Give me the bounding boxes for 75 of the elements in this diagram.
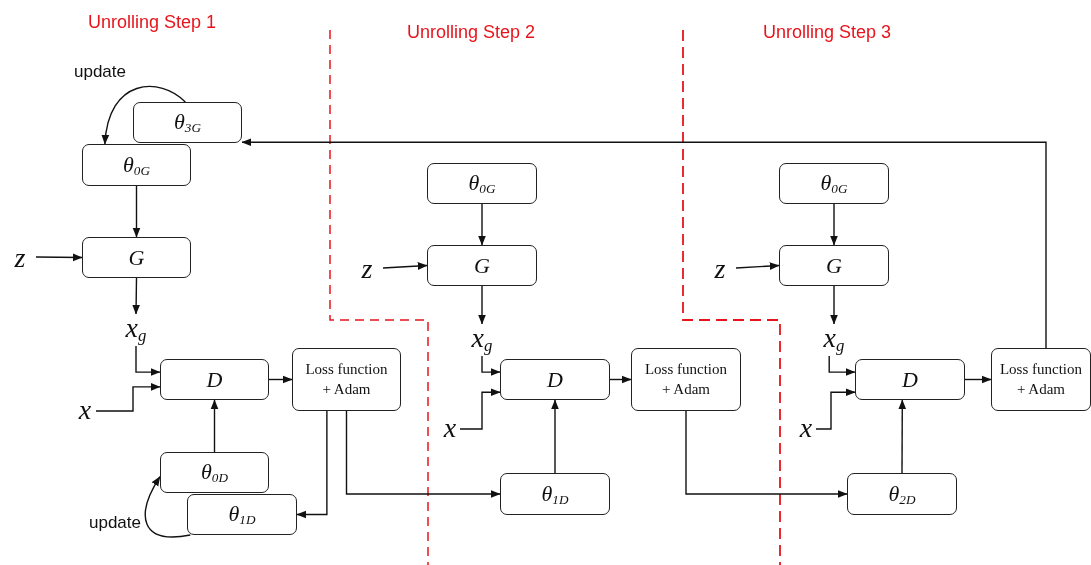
- edge-label: update: [72, 62, 128, 82]
- process-box: [427, 245, 537, 286]
- arrow: [685, 410, 848, 498]
- process-box: [82, 144, 191, 186]
- math-label: θ$_{0G}$: [123, 153, 150, 177]
- math-label: θ$_{2D}$: [888, 482, 916, 506]
- arrow: [132, 185, 141, 238]
- process-box: [631, 348, 741, 411]
- process-box: [500, 359, 610, 400]
- arrow: [296, 410, 328, 519]
- variable-label: x$_{g}$: [466, 324, 498, 356]
- process-box: [427, 163, 537, 204]
- math-label: D: [902, 368, 918, 391]
- math-label: θ$_{0G}$: [468, 172, 496, 195]
- process-box: [133, 102, 242, 143]
- variable-label: x$_{g}$: [818, 324, 850, 356]
- arrow: [459, 388, 501, 430]
- arrow: [815, 388, 856, 430]
- arrow: [210, 399, 219, 453]
- variable-label: z: [8, 244, 32, 270]
- process-box: [779, 163, 889, 204]
- variable-label: x: [74, 396, 96, 426]
- process-box: [160, 452, 269, 493]
- variable-label: x$_{g}$: [121, 314, 151, 346]
- arrow: [609, 375, 632, 384]
- arrow: [898, 399, 907, 474]
- arrow: [132, 277, 141, 315]
- process-box: [160, 359, 269, 400]
- arrow: [268, 375, 293, 384]
- math-label: G: [474, 254, 490, 277]
- math-label: G: [826, 254, 842, 277]
- variable-label: z: [708, 255, 732, 281]
- process-box: [779, 245, 889, 286]
- arrow: [478, 203, 486, 246]
- arrow: [830, 203, 838, 246]
- edge-label: update: [87, 513, 143, 533]
- arrow: [382, 262, 428, 270]
- arrow: [135, 345, 161, 376]
- math-label: θ$_{0G}$: [820, 172, 848, 195]
- math-label: θ$_{1D}$: [541, 482, 569, 506]
- process-box: [847, 473, 957, 515]
- math-label: D: [547, 368, 563, 391]
- variable-label: x: [796, 414, 816, 444]
- arrow: [551, 399, 559, 474]
- process-box: [855, 359, 965, 400]
- arrow: [735, 262, 780, 270]
- arrow: [144, 475, 191, 538]
- box-label: Loss function + Adam: [304, 360, 389, 399]
- process-box: [500, 473, 610, 515]
- step-title: Unrolling Step 1: [88, 12, 217, 33]
- step-title: Unrolling Step 3: [763, 22, 892, 43]
- arrow: [95, 382, 161, 412]
- math-label: D: [206, 368, 223, 391]
- arrow: [828, 355, 856, 376]
- arrow: [481, 355, 501, 376]
- arrow: [830, 285, 838, 325]
- variable-label: z: [355, 255, 379, 281]
- arrow: [102, 85, 186, 145]
- math-label: θ$_{3G}$: [174, 111, 201, 134]
- math-label: θ$_{0D}$: [201, 461, 228, 484]
- process-box: [292, 348, 401, 411]
- arrow: [964, 375, 992, 384]
- arrow: [478, 285, 486, 325]
- math-label: G: [128, 246, 145, 269]
- box-label: Loss function + Adam: [999, 360, 1083, 399]
- arrow: [345, 410, 501, 498]
- arrow: [241, 138, 1047, 349]
- box-label: Loss function + Adam: [644, 360, 728, 399]
- math-label: θ$_{1D}$: [228, 503, 256, 526]
- process-box: [187, 494, 297, 535]
- process-box: [82, 237, 191, 278]
- variable-label: x: [440, 414, 460, 444]
- arrow: [35, 253, 83, 262]
- step-title: Unrolling Step 2: [407, 22, 536, 43]
- process-box: [991, 348, 1091, 411]
